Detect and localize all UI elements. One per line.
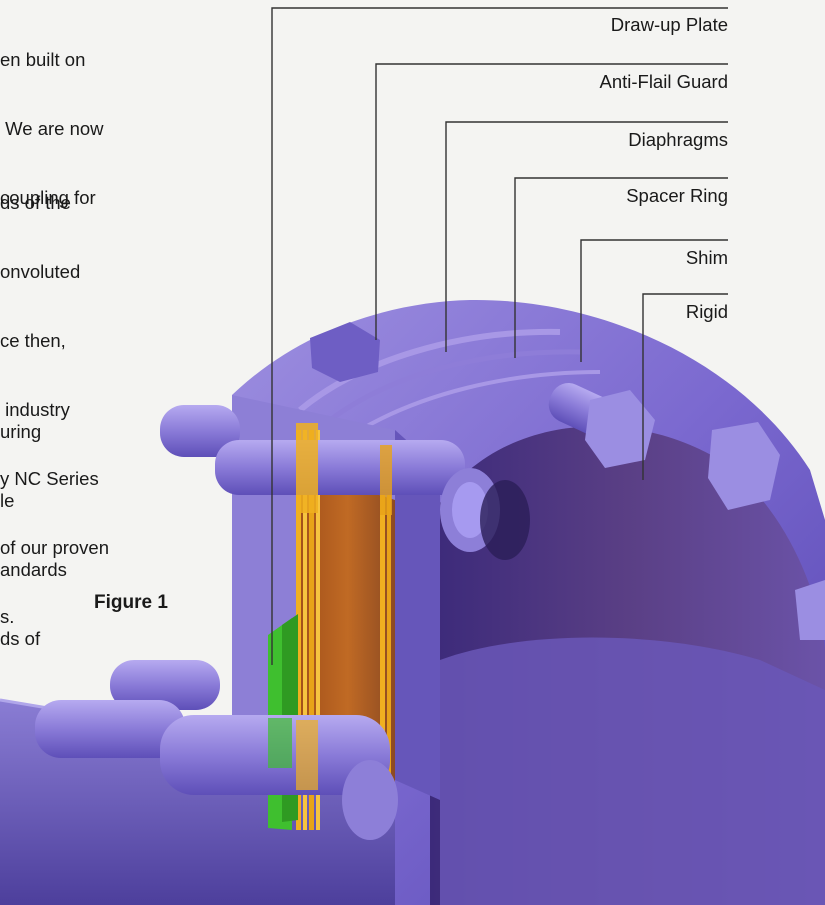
lower-bolt-1 xyxy=(110,660,220,710)
callout-diaphragms: Diaphragms xyxy=(628,129,728,150)
leader-rigid xyxy=(642,293,728,480)
body-paragraph-2: ds of the onvoluted ce then, industry y … xyxy=(0,145,109,674)
leader-shim xyxy=(580,239,728,362)
spacer-ring xyxy=(300,470,395,790)
callout-draw-up-plate: Draw-up Plate xyxy=(610,14,728,35)
body-line: en built on xyxy=(0,49,86,70)
callout-anti-flail-guard: Anti-Flail Guard xyxy=(599,71,728,92)
leader-spacer-ring xyxy=(514,177,728,358)
hub-inner-boss xyxy=(440,637,825,905)
body-paragraph-3: uring le andards ds of xyxy=(0,374,67,696)
right-bolt-1 xyxy=(548,383,655,468)
callout-shim: Shim xyxy=(685,247,728,268)
body-line: ds of xyxy=(0,628,41,649)
leader-draw-up-plate xyxy=(271,7,728,665)
body-line: y NC Series xyxy=(0,468,99,489)
diaphragm-strip xyxy=(316,430,320,830)
body-line: uring xyxy=(0,421,42,442)
body-line: industry xyxy=(0,399,70,420)
upper-bolt xyxy=(160,405,500,552)
body-line: of our proven xyxy=(0,537,110,558)
body-line: andards xyxy=(0,559,67,580)
body-line: s. xyxy=(0,606,15,627)
body-line: We are now xyxy=(0,118,104,139)
leader-diaphragms xyxy=(445,121,728,352)
diaphragm-strip xyxy=(387,445,391,805)
body-paragraph-1: en built on We are now coupling for xyxy=(0,2,104,255)
figure-caption: Figure 1 xyxy=(94,592,168,613)
diaphragm-strip xyxy=(309,430,314,830)
body-line: ds of the xyxy=(0,192,71,213)
right-bolt-3 xyxy=(795,580,825,640)
diaphragm-strip xyxy=(296,430,301,830)
flange-band-2 xyxy=(328,349,581,423)
flange-face-shadow xyxy=(395,430,440,800)
body-line: le xyxy=(0,490,15,511)
lower-bolt-2 xyxy=(35,700,398,840)
body-line: onvoluted xyxy=(0,261,81,282)
callout-spacer-ring: Spacer Ring xyxy=(626,185,728,206)
flange-band-1 xyxy=(298,328,561,413)
callout-rigid: Rigid xyxy=(685,301,728,322)
right-bolt-2 xyxy=(708,422,780,510)
leader-lines xyxy=(271,7,728,665)
leader-anti-flail-guard xyxy=(375,63,728,340)
bolt-hole xyxy=(480,480,530,560)
body-line: ce then, xyxy=(0,330,66,351)
flange-band-3 xyxy=(358,370,601,432)
body-line: coupling for xyxy=(0,187,96,208)
diaphragm-strip xyxy=(380,445,385,805)
guard-bolt-head xyxy=(310,322,380,382)
diaphragm-strip xyxy=(303,430,307,830)
